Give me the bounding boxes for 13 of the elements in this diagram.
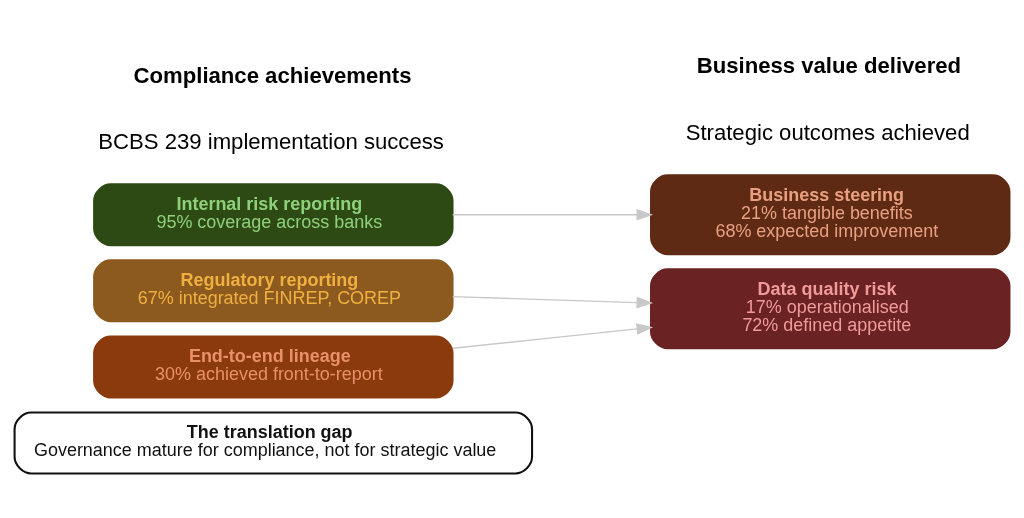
node-box: End-to-end lineage 30% achieved front-to-report bbox=[93, 335, 454, 399]
node-box: The translation gap Governance mature for compliance, not for strategic value bbox=[13, 411, 534, 475]
label: Compliance achievements bbox=[133, 63, 412, 88]
arrow bbox=[452, 323, 654, 349]
arrow bbox=[452, 208, 654, 221]
label: Business value delivered bbox=[696, 53, 962, 79]
label: BCBS 239 implementation success bbox=[98, 129, 444, 155]
label: Strategic outcomes achieved bbox=[685, 119, 970, 145]
node-box: Business steering 21% tangible benefits 68% expected improvement bbox=[650, 174, 1011, 256]
node-box: Data quality risk 17% operationalised 72% defined appetite bbox=[650, 268, 1011, 350]
node-box: Internal risk reporting 95% coverage across banks bbox=[93, 183, 454, 247]
node-box: Regulatory reporting 67% integrated FINREP, COREP bbox=[93, 259, 454, 323]
arrow bbox=[452, 295, 654, 309]
